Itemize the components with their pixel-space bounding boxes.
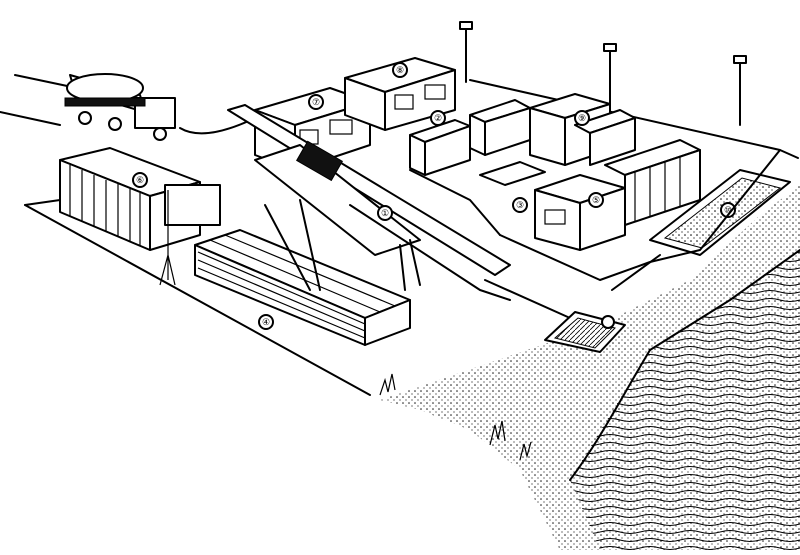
callout-storage-container: ⑥ [136,175,144,185]
light-masts [459,21,747,126]
entry-pit [544,311,626,353]
drill-string [484,279,571,319]
callout-office-trailer-2: ⑧ [396,65,404,75]
drill-rig: ① [227,104,511,301]
riverbank [379,185,800,550]
callout-pipe-stack: ④ [262,317,270,327]
callout-drill-rig: ① [381,208,389,218]
callout-pump-unit: ③ [516,200,524,210]
callout-mud-tank: ⑨ [578,113,586,123]
mixing-tank: ⑩ [649,169,791,256]
callout-control-cabin: ⑤ [592,195,600,205]
control-cabin: ⑤ [534,174,626,251]
generator-unit: ② [409,110,471,176]
storage-container: ⑥ [59,147,221,286]
callout-generator-unit: ② [434,113,442,123]
piping [409,149,781,291]
callout-office-trailer-1: ⑦ [312,97,320,107]
tank-row [604,139,701,226]
mud-units: ⑨ [529,93,636,166]
water-tanker-truck [64,73,176,141]
pump-unit: ③ [469,99,546,213]
callout-mixing-tank: ⑩ [724,205,732,215]
